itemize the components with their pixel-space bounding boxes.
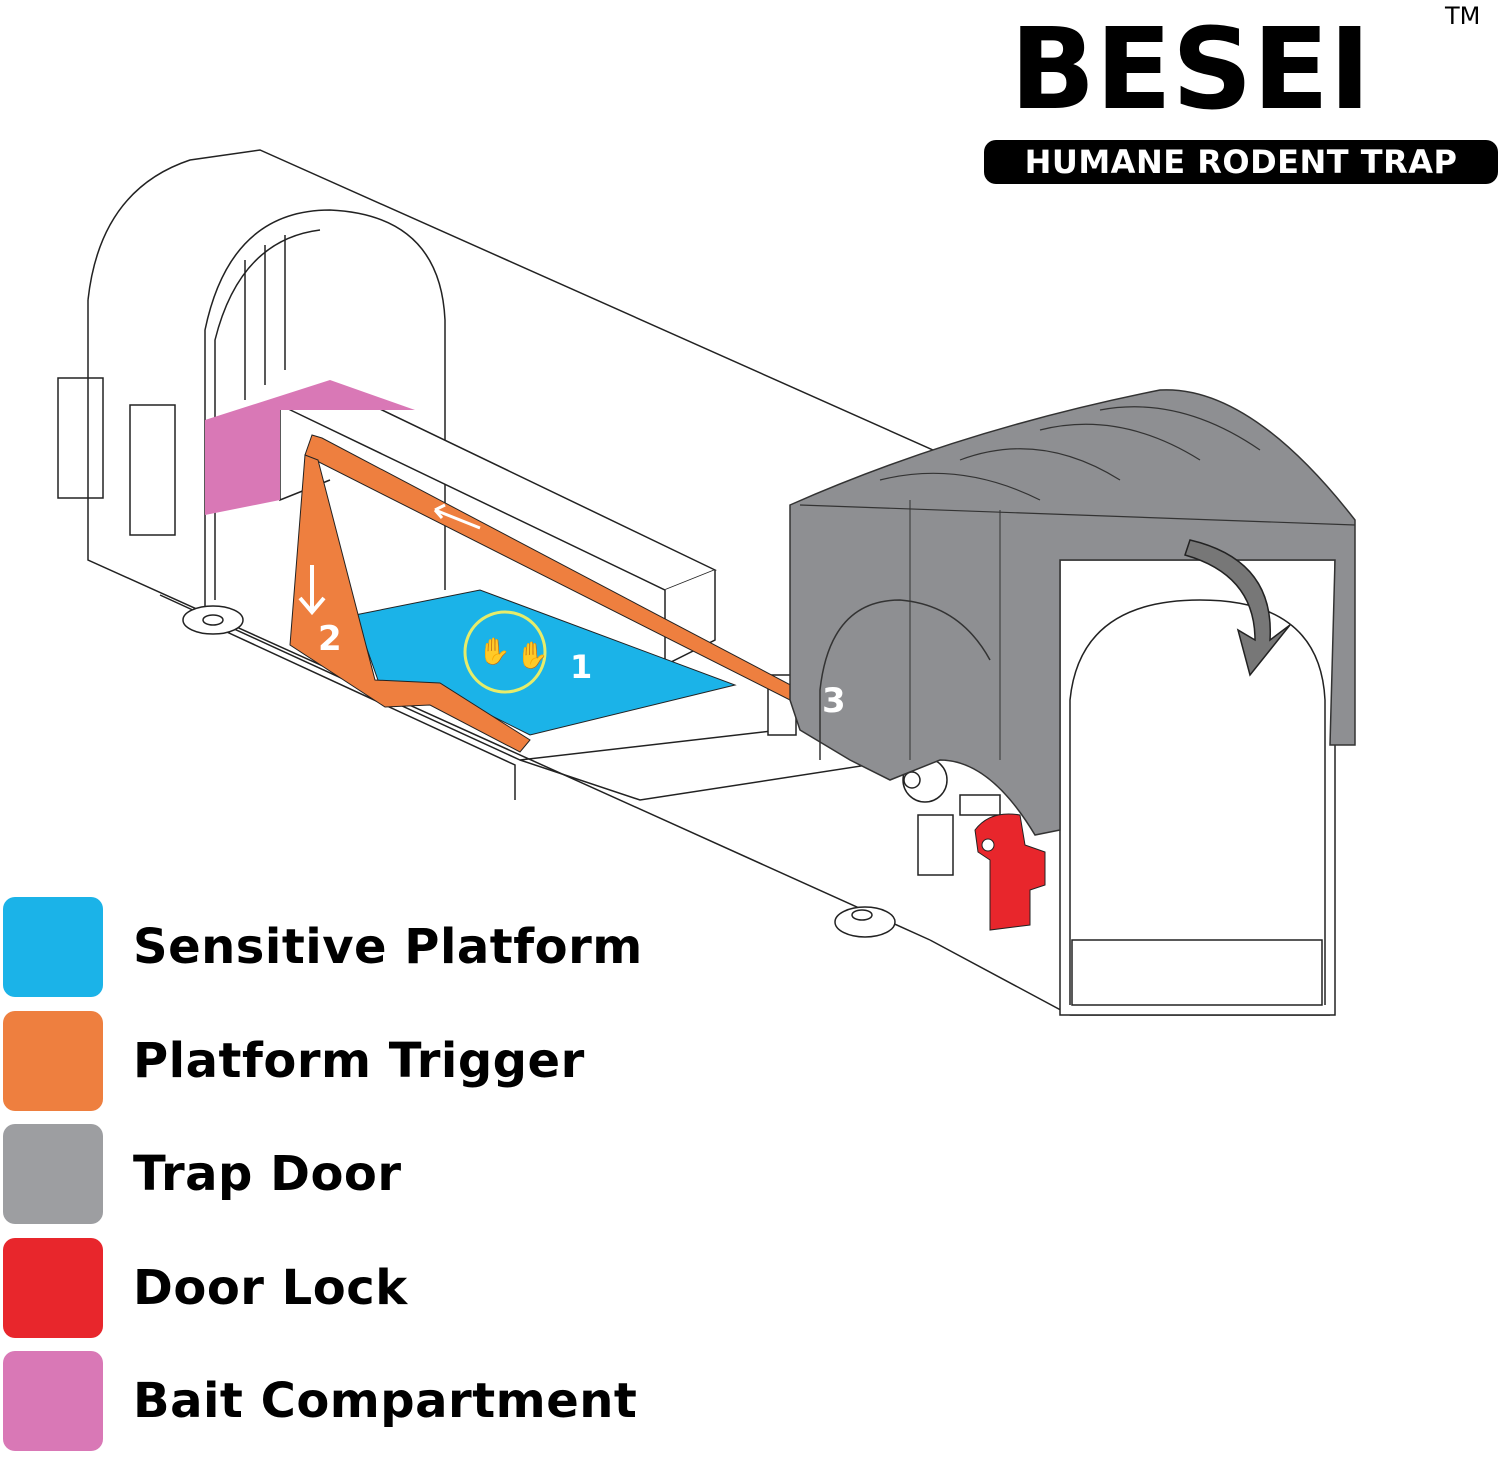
brand-name: BESEI <box>1010 5 1371 135</box>
step-3-label: 3 <box>822 681 846 721</box>
legend-item-bait-compartment: Bait Compartment <box>3 1351 643 1451</box>
legend-swatch <box>3 1124 103 1224</box>
rotate-arrow-icon <box>1184 539 1291 677</box>
legend-item-sensitive-platform: Sensitive Platform <box>3 897 643 997</box>
legend-swatch <box>3 1351 103 1451</box>
trademark: TM <box>1445 2 1481 30</box>
paw-print-icon: ✋ <box>516 640 548 671</box>
legend-item-trap-door: Trap Door <box>3 1124 643 1224</box>
legend-swatch <box>3 1010 103 1111</box>
legend-item-platform-trigger: Platform Trigger <box>3 1010 643 1111</box>
legend-label: Platform Trigger <box>133 1032 585 1089</box>
trap-body-outline <box>57 149 1336 1016</box>
arrow-down-icon <box>298 565 326 616</box>
brand-tagline: HUMANE RODENT TRAP <box>984 140 1498 184</box>
paw-print-icon: ✋ <box>478 636 510 667</box>
legend-swatch <box>3 897 103 997</box>
trap-door <box>789 389 1356 836</box>
legend-label: Door Lock <box>133 1259 408 1316</box>
legend-swatch <box>3 1237 103 1338</box>
arrow-left-icon <box>433 503 481 530</box>
door-lock <box>974 813 1046 931</box>
legend-item-door-lock: Door Lock <box>3 1237 643 1338</box>
legend-label: Bait Compartment <box>133 1373 638 1429</box>
legend-label: Sensitive Platform <box>133 919 643 975</box>
legend: Sensitive Platform Platform Trigger Trap… <box>3 897 643 1465</box>
step-2-label: 2 <box>318 619 342 659</box>
step-1-label: 1 <box>570 648 592 686</box>
motion-circle-icon <box>463 610 547 694</box>
legend-label: Trap Door <box>133 1146 402 1202</box>
bait-compartment <box>205 380 415 515</box>
